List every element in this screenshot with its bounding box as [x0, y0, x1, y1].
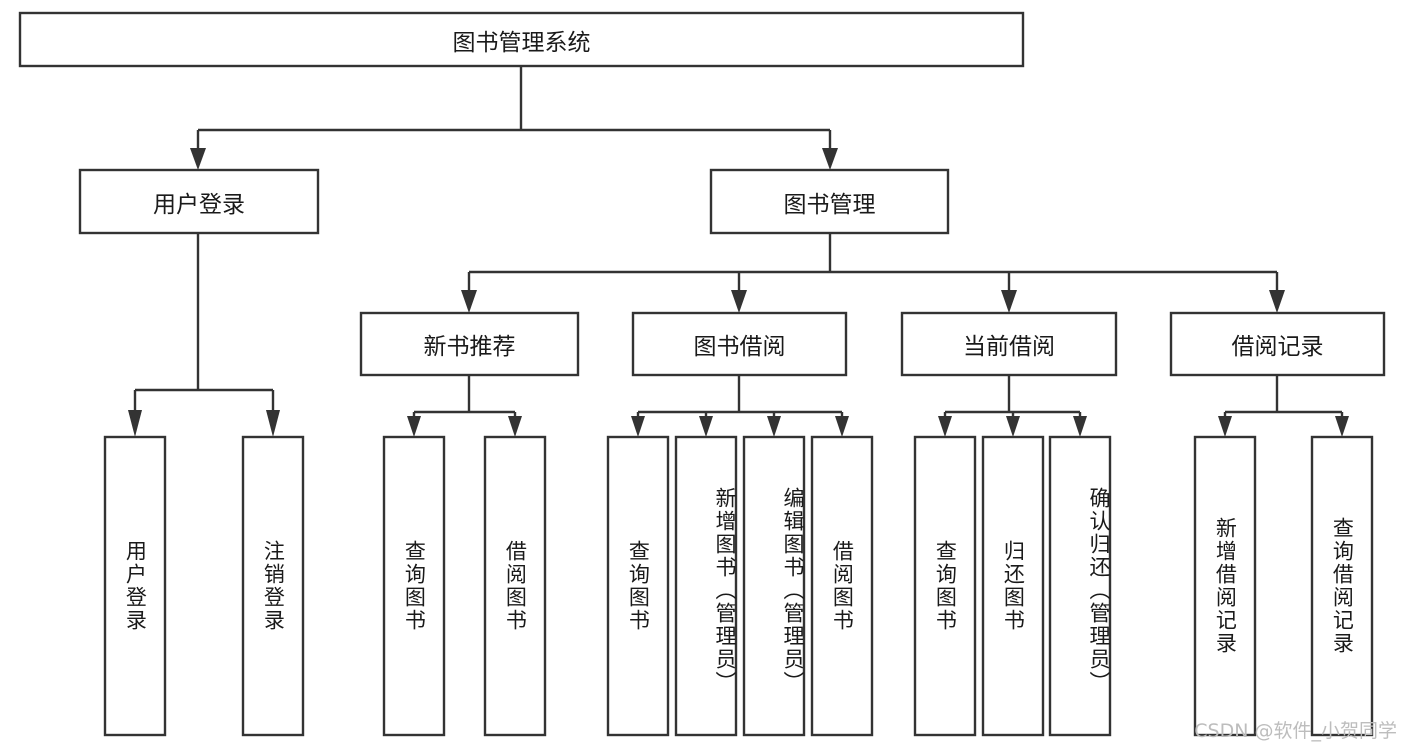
node-root-book-management-system[interactable]: [18, 11, 1025, 68]
arrow-head-current-borrow: [1001, 290, 1017, 313]
arrow-head-new-book-recommend: [461, 290, 477, 313]
node-current-borrow[interactable]: [900, 311, 1118, 377]
leaf-box-book-borrow-3[interactable]: [810, 435, 874, 737]
leaf-box-book-borrow-1[interactable]: [674, 435, 738, 737]
leaf-box-current-borrow-2[interactable]: [1048, 435, 1112, 737]
arrow-head-bb-leaf-3: [767, 416, 781, 437]
node-user-login[interactable]: [78, 168, 320, 235]
arrow-head-br-leaf-1: [1218, 416, 1232, 437]
leaf-box-book-borrow-0[interactable]: [606, 435, 670, 737]
node-book-management[interactable]: [709, 168, 950, 235]
leaf-box-current-borrow-0[interactable]: [913, 435, 977, 737]
arrow-head-nbr-leaf-1: [407, 416, 421, 437]
leaf-box-user-login-0[interactable]: [103, 435, 167, 737]
arrow-head-user-login: [190, 148, 206, 170]
arrow-head-cb-leaf-2: [1006, 416, 1020, 437]
arrow-head-leaf-user-login: [128, 410, 142, 437]
leaf-box-book-borrow-2[interactable]: [742, 435, 806, 737]
arrow-head-cb-leaf-3: [1073, 416, 1087, 437]
arrow-head-book-borrow: [731, 290, 747, 313]
arrow-head-borrow-record: [1269, 290, 1285, 313]
leaf-box-new-book-recommend-1[interactable]: [483, 435, 547, 737]
node-borrow-record[interactable]: [1169, 311, 1386, 377]
arrow-head-book-management: [822, 148, 838, 170]
node-book-borrow[interactable]: [631, 311, 848, 377]
leaf-box-user-login-1[interactable]: [241, 435, 305, 737]
arrow-head-bb-leaf-1: [631, 416, 645, 437]
leaf-box-new-book-recommend-0[interactable]: [382, 435, 446, 737]
arrow-head-bb-leaf-4: [835, 416, 849, 437]
leaf-box-current-borrow-1[interactable]: [981, 435, 1045, 737]
arrow-head-leaf-logout: [266, 410, 280, 437]
node-new-book-recommend[interactable]: [359, 311, 580, 377]
leaf-box-borrow-record-0[interactable]: [1193, 435, 1257, 737]
arrow-head-cb-leaf-1: [938, 416, 952, 437]
arrow-head-nbr-leaf-2: [508, 416, 522, 437]
arrow-head-bb-leaf-2: [699, 416, 713, 437]
arrow-head-br-leaf-2: [1335, 416, 1349, 437]
leaf-box-borrow-record-1[interactable]: [1310, 435, 1374, 737]
